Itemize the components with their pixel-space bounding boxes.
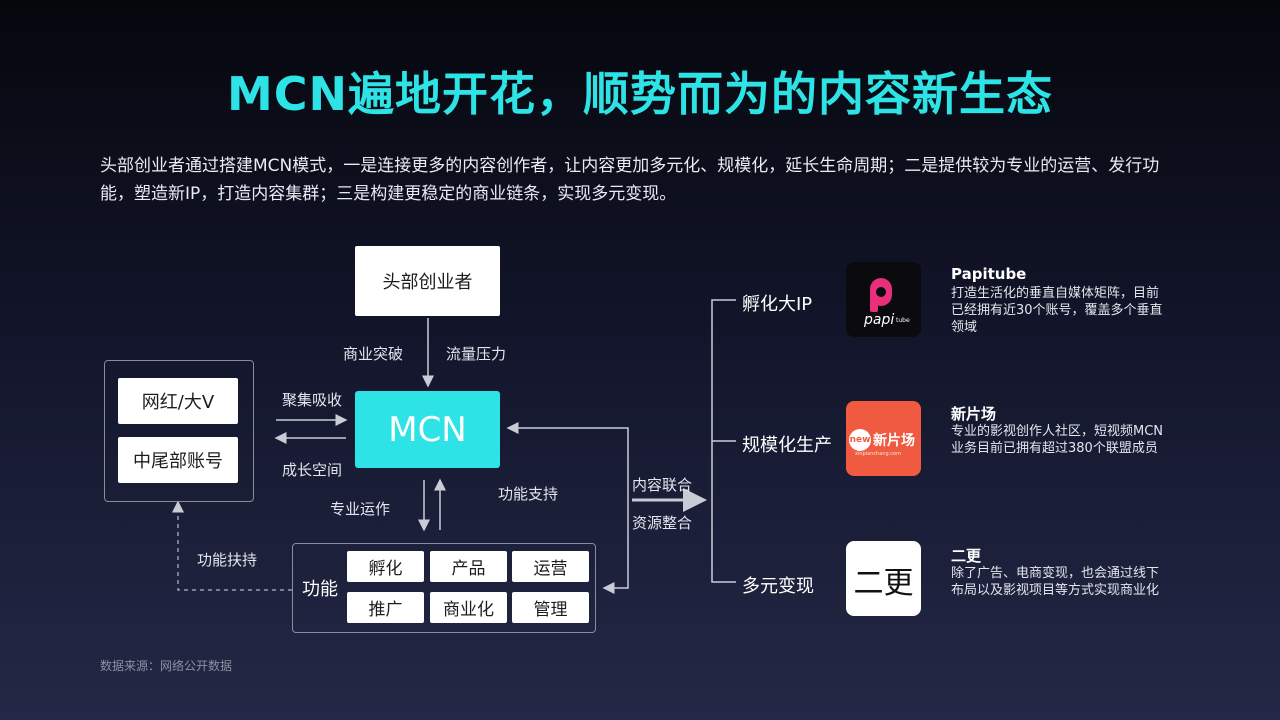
label-growth-space: 成长空间 <box>282 461 343 479</box>
xinpianchang-logo-badge: new <box>849 429 871 451</box>
creator-longtail: 中尾部账号 <box>118 437 238 483</box>
xinpianchang-name: 新片场 <box>951 405 997 423</box>
papitube-logo-sub: tube <box>896 317 910 324</box>
function-promotion: 推广 <box>347 592 424 623</box>
creators-group <box>104 360 254 502</box>
founder-box: 头部创业者 <box>355 246 500 316</box>
papitube-desc: 打造生活化的垂直自媒体矩阵，目前已经拥有近30个账号，覆盖多个垂直领域 <box>951 286 1163 335</box>
function-commercialization: 商业化 <box>430 592 507 623</box>
functions-group <box>292 543 596 633</box>
outcome-category-scale: 规模化生产 <box>742 435 832 456</box>
outcome-category-monetize: 多元变现 <box>742 576 814 597</box>
papitube-name: Papitube <box>951 265 1027 283</box>
xinpianchang-logo: new 新片场 xinpianchang.com <box>846 401 921 476</box>
label-traffic-pressure: 流量压力 <box>446 345 507 363</box>
label-content-union: 内容联合 <box>632 476 693 494</box>
xinpianchang-logo-text: 新片场 <box>873 433 915 449</box>
function-operation: 运营 <box>512 551 589 582</box>
arrow-loop-to-functions <box>602 500 629 594</box>
papitube-logo: papi tube <box>846 262 921 337</box>
ergeng-logo: 二更 <box>846 541 921 616</box>
outcome-category-ip: 孵化大IP <box>742 294 813 315</box>
arrow-loop-to-mcn <box>506 422 629 500</box>
data-source: 数据来源：网络公开数据 <box>100 659 233 673</box>
functions-label: 功能 <box>302 579 338 600</box>
function-product: 产品 <box>430 551 507 582</box>
mcn-box: MCN <box>355 391 500 468</box>
label-professional-ops: 专业运作 <box>330 500 391 518</box>
xinpianchang-logo-sub: xinpianchang.com <box>855 451 901 457</box>
arrow-function-assist <box>172 500 292 591</box>
label-gather-absorb: 聚集吸收 <box>282 391 343 409</box>
label-function-support: 功能支持 <box>498 485 559 503</box>
page-title: MCN遍地开花，顺势而为的内容新生态 <box>226 67 1054 121</box>
creator-influencer: 网红/大V <box>118 378 238 424</box>
ergeng-logo-text: 二更 <box>853 566 914 601</box>
function-incubation: 孵化 <box>347 551 424 582</box>
xinpianchang-desc: 专业的影视创作人社区，短视频MCN业务目前已拥有超过380个联盟成员 <box>951 424 1164 456</box>
ergeng-name: 二更 <box>951 547 982 565</box>
intro-paragraph: 头部创业者通过搭建MCN模式，一是连接更多的内容创作者，让内容更加多元化、规模化… <box>100 156 1160 204</box>
ergeng-desc: 除了广告、电商变现，也会通过线下布局以及影视项目等方式实现商业化 <box>951 566 1160 598</box>
label-function-assist: 功能扶持 <box>197 551 258 569</box>
label-business-breakthrough: 商业突破 <box>343 345 404 363</box>
label-resource-integration: 资源整合 <box>632 514 693 532</box>
function-management: 管理 <box>512 592 589 623</box>
papitube-logo-text: papi <box>864 312 895 328</box>
